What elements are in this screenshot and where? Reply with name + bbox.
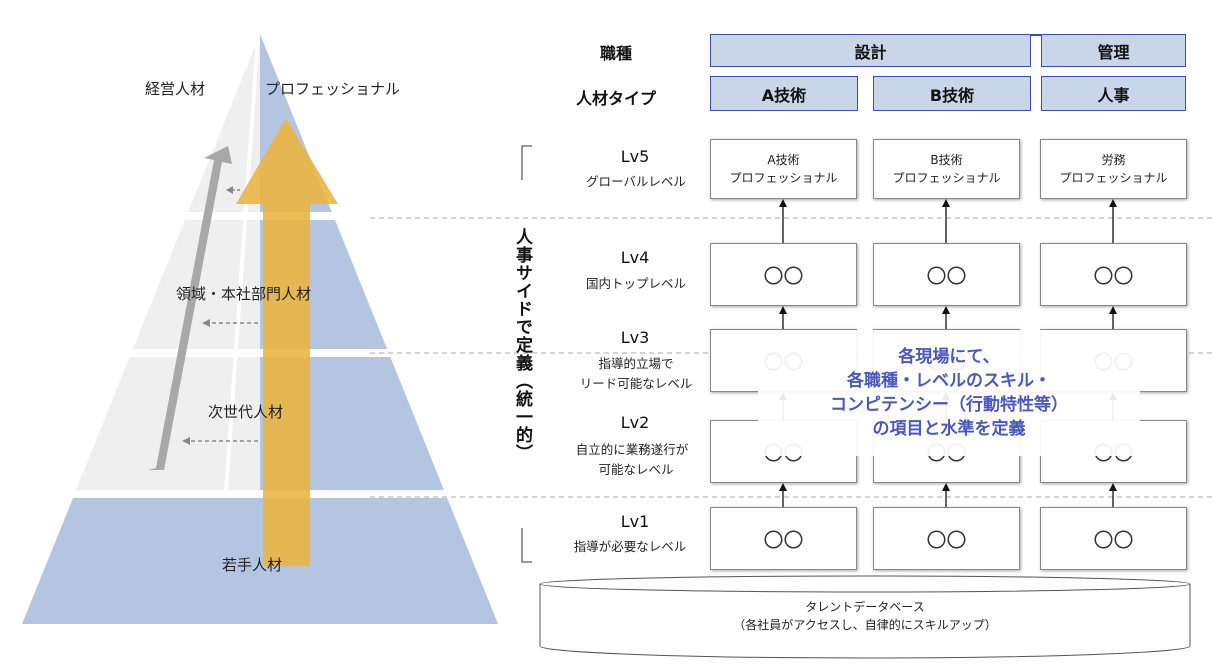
level-2-desc-1: 自立的に業務遂行が (575, 442, 689, 457)
top-right-label: プロフェッショナル (265, 80, 401, 98)
category-management: 管理 (1041, 34, 1186, 67)
arrow-head-icon (779, 483, 787, 491)
tier-separator-3 (0, 490, 520, 498)
gray-arrow-icon (148, 146, 232, 470)
cell-lv5-a: A技術 プロフェッショナル (710, 139, 857, 199)
level-2-desc-2: 可能なレベル (598, 462, 674, 477)
definition-callout: 各現場にて、 各職種・レベルのスキル・ コンピテンシー（行動特性等） の項目と水… (758, 330, 1140, 456)
type-b-tech: B技術 (873, 76, 1031, 111)
tier-separator-1 (0, 212, 520, 220)
pyramid-bottom-tier (22, 496, 498, 624)
level-3-desc-1: 指導的立場で (598, 356, 674, 371)
arrow-head-icon (942, 199, 950, 207)
tier4-label: 若手人材 (222, 556, 283, 574)
arrow-head-icon (779, 199, 787, 207)
cell-lv1-hr: 〇〇 (1040, 507, 1187, 570)
talent-type-label: 人材タイプ (575, 89, 656, 108)
cell-lv5-b: B技術 プロフェッショナル (873, 139, 1020, 199)
tier3-label: 次世代人材 (208, 403, 284, 421)
level-5-title: Lv5 (620, 147, 650, 166)
level-3-desc-2: リード可能なレベル (579, 376, 693, 391)
cell-lv5-hr: 労務 プロフェッショナル (1040, 139, 1187, 199)
arrow-head-icon (1109, 306, 1117, 314)
arrow-head-icon (779, 306, 787, 314)
type-a-tech: A技術 (710, 76, 858, 111)
arrow-head-icon (1109, 199, 1117, 207)
arrow-head-icon (1109, 483, 1117, 491)
type-hr: 人事 (1041, 76, 1186, 111)
arrow-head-icon (942, 306, 950, 314)
level-1-title: Lv1 (620, 512, 650, 531)
level-5-desc: グローバルレベル (586, 174, 686, 189)
cell-lv4-a: 〇〇 (710, 243, 857, 306)
pyramid-left-light (22, 34, 260, 624)
cell-lv1-a: 〇〇 (710, 507, 857, 570)
level-4-desc: 国内トップレベル (585, 276, 686, 291)
vertical-definition-label: 人事サイドで定義（統一的） (512, 228, 532, 462)
pyramid-divider (224, 35, 260, 493)
level-1-desc: 指導が必要なレベル (573, 539, 687, 554)
top-left-label: 経営人材 (145, 80, 206, 98)
cell-lv1-b: 〇〇 (873, 507, 1020, 570)
talent-pyramid (0, 34, 520, 624)
job-type-label: 職種 (599, 44, 632, 63)
talent-database-cylinder (539, 575, 1191, 659)
cell-lv4-b: 〇〇 (873, 243, 1020, 306)
level-4-title: Lv4 (620, 248, 650, 267)
category-design: 設計 (710, 34, 1031, 67)
tier-separator-2 (0, 349, 520, 357)
tier2-label: 領域・本社部門人材 (176, 285, 312, 303)
level-3-title: Lv3 (620, 328, 650, 347)
yellow-arrow-icon (236, 118, 338, 566)
talent-database-label: タレントデータベース （各社員がアクセスし、自律的にスキルアップ） (733, 600, 997, 632)
cell-lv4-hr: 〇〇 (1040, 243, 1187, 306)
level-2-title: Lv2 (620, 413, 650, 432)
arrow-head-icon (942, 483, 950, 491)
